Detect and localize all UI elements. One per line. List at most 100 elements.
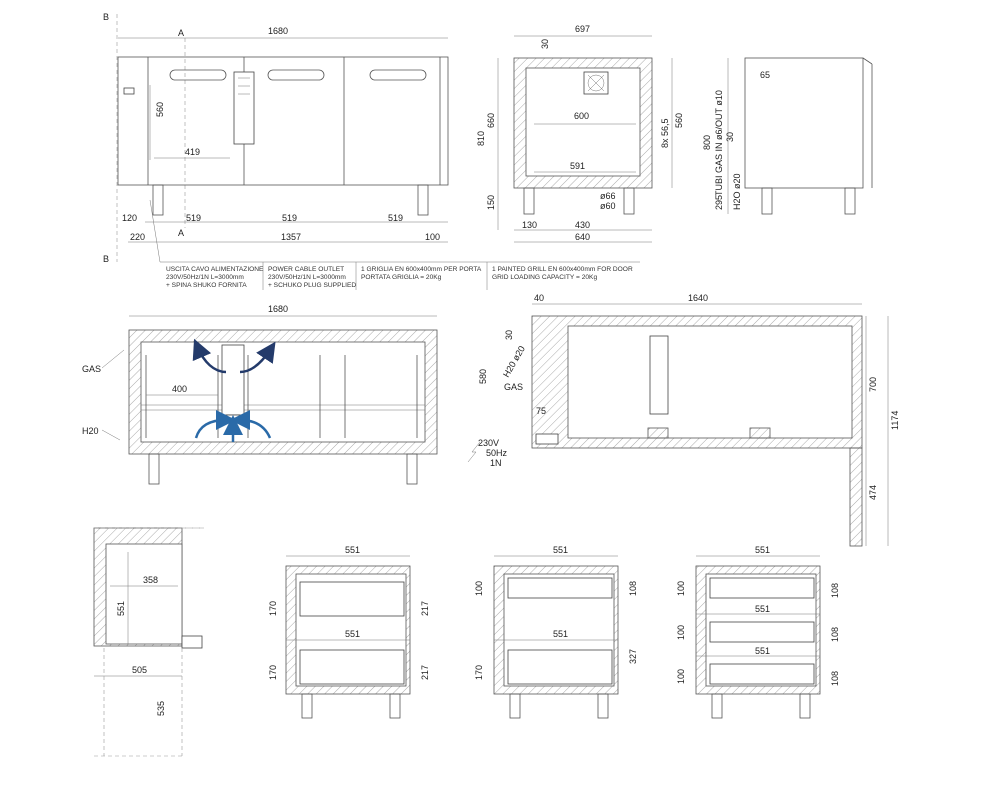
dim-base-depth: 640 (575, 232, 590, 242)
dim-two-d-top: 217 (420, 601, 430, 616)
dim-two-d-bottom: 217 (420, 665, 430, 680)
control-panel (123, 87, 135, 95)
mixed-drawers-view: 551 551 100 170 108 327 (474, 545, 638, 719)
label-section-gas: GAS (504, 382, 523, 392)
fan-unit (233, 71, 255, 145)
dim-tray-depth: 560 (674, 113, 684, 128)
dim-right-gap: 30 (725, 132, 735, 142)
drawer-top (299, 581, 405, 617)
dim-three-h-1: 100 (676, 581, 686, 596)
note-4-line-1: 1 PAINTED GRILL EN 600x400mm FOR DOOR (492, 266, 633, 273)
dim-foot-span: 430 (575, 220, 590, 230)
section-fan-unit (649, 335, 669, 415)
dim-three-d-1: 108 (830, 583, 840, 598)
dim-two-h-top: 170 (268, 601, 278, 616)
door-plan-view: 358 551 505 535 (93, 527, 204, 757)
note-1-line-2: 230V/50Hz/1N L=3000mm (166, 274, 244, 281)
drawer-small (507, 577, 613, 599)
section-mark-a-top: A (178, 28, 184, 38)
dim-left-offset: 220 (130, 232, 145, 242)
label-power-230v: 230V (478, 438, 499, 448)
drawer-three-1 (709, 577, 815, 599)
door-handle-2 (267, 69, 325, 81)
side-leg-1 (523, 187, 535, 215)
note-2-line-1: POWER CABLE OUTLET (268, 266, 344, 273)
three-drawers-view: 551 551 551 100 100 100 108 108 108 (676, 545, 840, 719)
drawer-bottom (299, 649, 405, 685)
dim-section-left-wall: 40 (534, 293, 544, 303)
dim-door-leg: 535 (156, 701, 166, 716)
section-view: 40 1640 30 H20 ø20 580 GAS 75 230V 50Hz … (467, 293, 900, 547)
note-3-line-2: PORTATA GRIGLIA = 20Kg (361, 274, 442, 281)
dim-three-d-2: 108 (830, 627, 840, 642)
dim-section-1174: 1174 (890, 411, 900, 430)
dim-height-inner: 660 (486, 113, 496, 128)
dim-drain-66: ø66 (600, 191, 616, 201)
dim-mixed-d-top: 108 (628, 581, 638, 596)
dim-guide-pitch: 8x 56,5 (660, 118, 670, 148)
note-1-line-1: USCITA CAVO ALIMENTAZIONE (166, 266, 264, 273)
label-power-50hz: 50Hz (486, 448, 508, 458)
dim-section-474: 474 (868, 485, 878, 500)
section-mark-a-bottom: A (178, 228, 184, 238)
dim-right-height: 800 (702, 135, 712, 150)
dim-three-d-3: 108 (830, 671, 840, 686)
dim-leg-offset: 120 (122, 213, 137, 223)
dim-inner-height: 560 (155, 102, 165, 117)
airflow-in-left (194, 410, 236, 439)
side-inner-cavity (525, 67, 641, 177)
dim-plan-width: 1680 (268, 304, 288, 314)
dim-mixed-width-top: 551 (553, 545, 568, 555)
right-view: 65 800 TUBI GAS IN ø6/OUT ø10 30 295 H2O… (702, 57, 873, 215)
dim-mixed-d-bottom: 327 (628, 649, 638, 664)
plan-inner-cavity (140, 341, 426, 443)
plan-leg-2 (406, 453, 418, 485)
drawer-three-2 (709, 621, 815, 643)
dim-height-total: 810 (476, 131, 486, 146)
note-3-line-1: 1 GRIGLIA EN 600x400mm PER PORTA (361, 266, 482, 273)
dim-door-height: 551 (116, 601, 126, 616)
airflow-out-left (192, 338, 227, 374)
dim-drain-60: ø60 (600, 201, 616, 211)
dim-section-75: 75 (536, 406, 546, 416)
airflow-in-right (230, 410, 272, 439)
right-body (744, 57, 864, 189)
dim-section-length: 1640 (688, 293, 708, 303)
cabinet-body (117, 56, 449, 186)
dim-two-width-bottom: 551 (345, 629, 360, 639)
door-plan-cavity (105, 543, 183, 645)
door-handle-3 (369, 69, 427, 81)
dim-compartment-2: 519 (282, 213, 297, 223)
plan-fan-unit (221, 344, 245, 416)
dim-door-base: 505 (132, 665, 147, 675)
side-view: 697 30 600 591 8x 56,5 560 810 660 150 ø… (476, 24, 684, 243)
dim-mixed-h-top: 100 (474, 581, 484, 596)
label-gas-pipes: TUBI GAS IN ø6/OUT ø10 (714, 90, 724, 196)
dim-base-length: 1357 (281, 232, 301, 242)
two-drawers-view: 551 551 170 170 217 217 (268, 545, 430, 719)
leg-1 (152, 184, 164, 216)
dim-three-width-2: 551 (755, 604, 770, 614)
dim-two-h-bottom: 170 (268, 665, 278, 680)
dim-three-width-3: 551 (755, 646, 770, 656)
dim-compartment-3: 519 (388, 213, 403, 223)
label-water-inlet: H2O ø20 (732, 173, 742, 210)
drawer-large (507, 649, 613, 685)
dim-right-offset: 100 (425, 232, 440, 242)
dim-leg-height: 150 (486, 195, 496, 210)
dim-door-width: 358 (143, 575, 158, 585)
note-2-line-3: + SCHUKO PLUG SUPPLIED (268, 282, 356, 289)
dim-foot-offset: 130 (522, 220, 537, 230)
dim-inner-width: 419 (185, 147, 200, 157)
dim-water-height: 295 (714, 195, 724, 210)
dim-mixed-h-bottom: 170 (474, 665, 484, 680)
dim-two-width-top: 551 (345, 545, 360, 555)
right-leg-2 (844, 187, 856, 215)
dim-three-h-2: 100 (676, 625, 686, 640)
dim-three-width-1: 551 (755, 545, 770, 555)
dim-side-width: 697 (575, 24, 590, 34)
note-2-line-2: 230V/50Hz/1N L=3000mm (268, 274, 346, 281)
dim-front-width: 1680 (268, 26, 288, 36)
note-4-line-2: GRID LOADING CAPACITY = 20Kg (492, 274, 597, 281)
dim-right-top: 65 (760, 70, 770, 80)
